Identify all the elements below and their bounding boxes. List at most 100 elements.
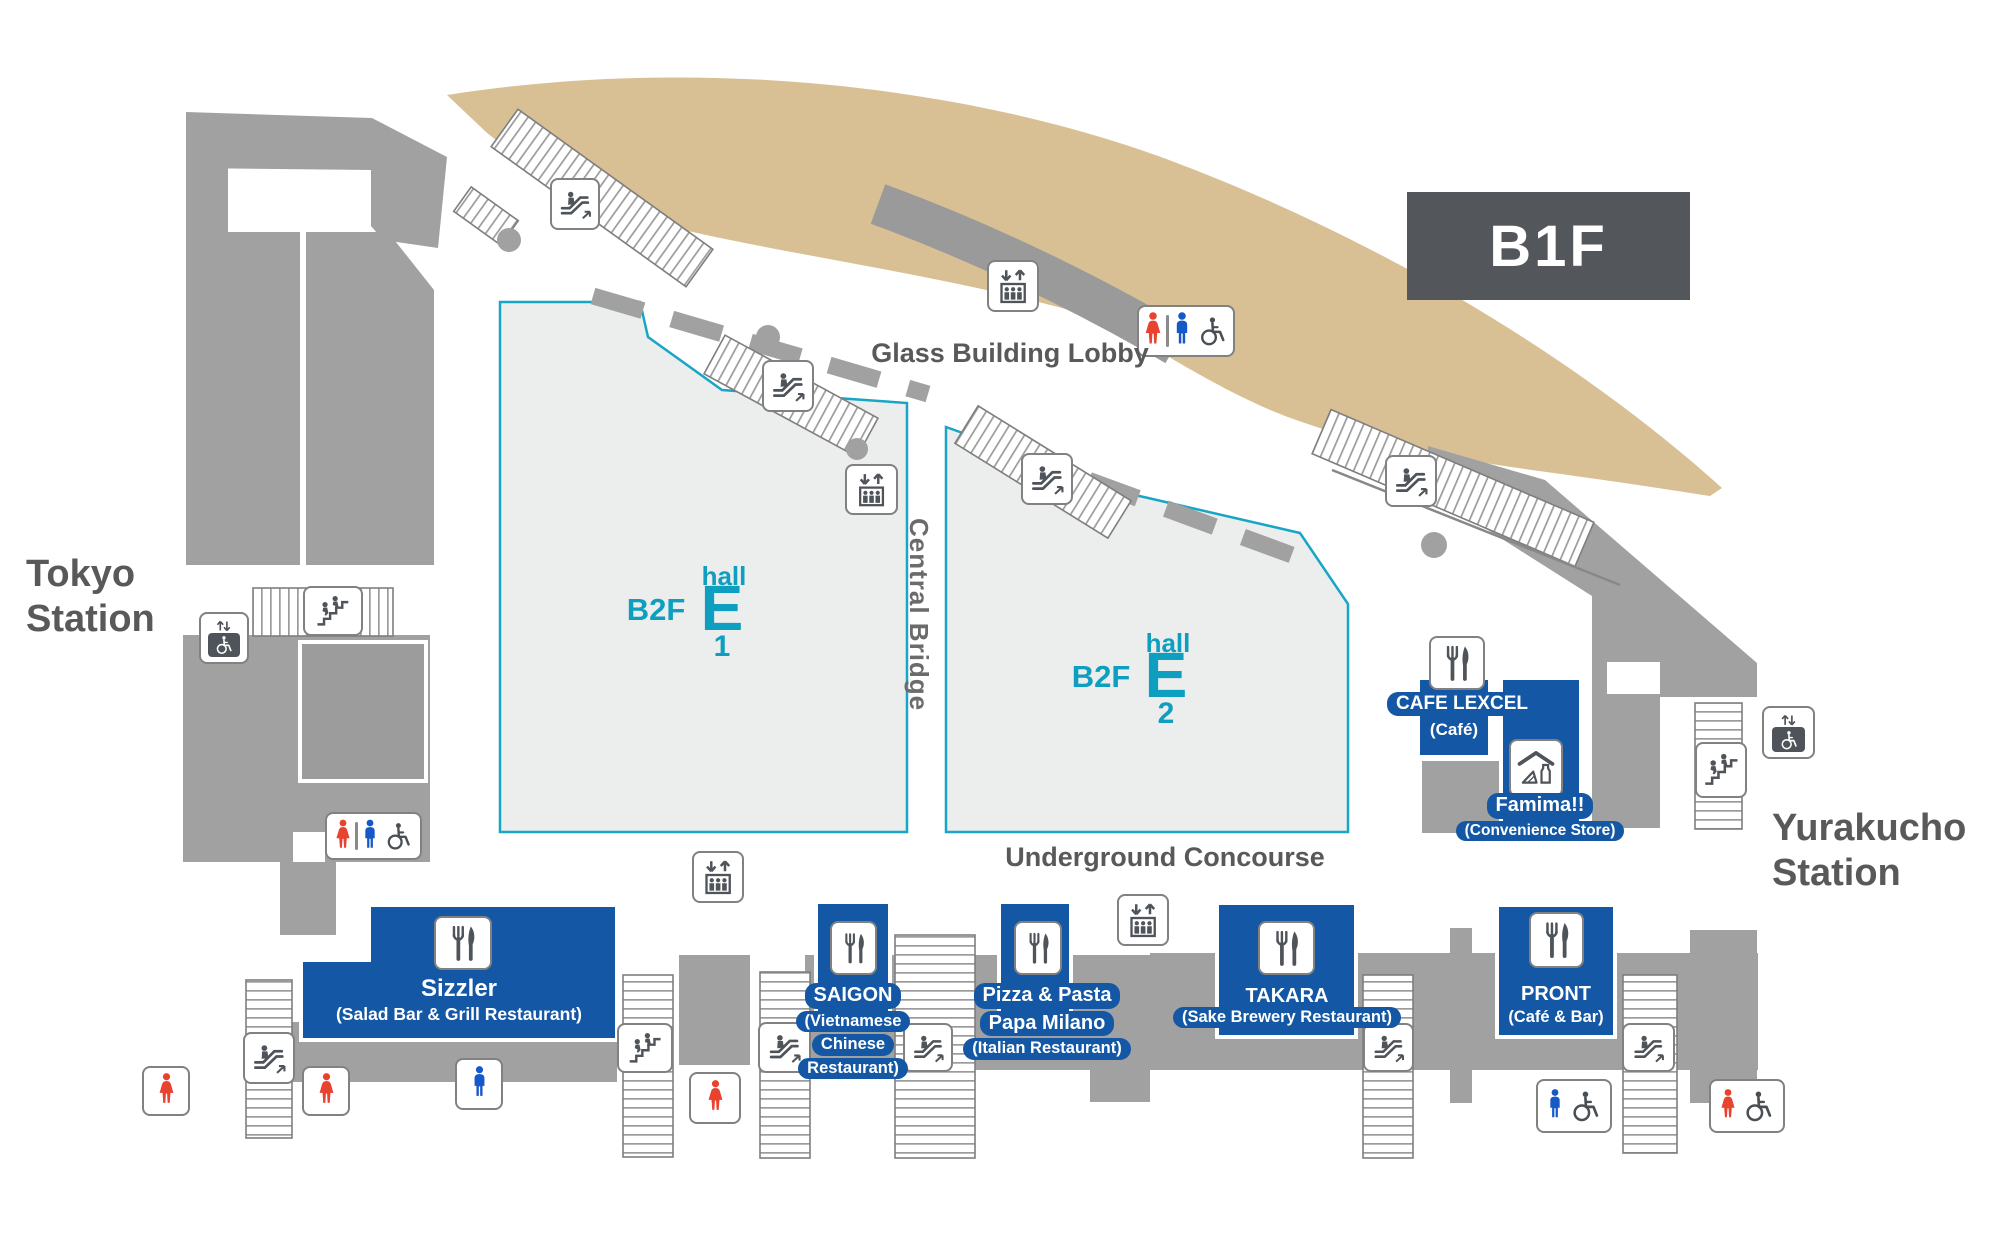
restroom-divider [1166,315,1169,347]
famima-label: Famima!! (Convenience Store) [1455,793,1625,841]
womens-restroom-icon [302,1066,350,1116]
sizzler-box [299,903,619,1042]
hall-e2-number: 2 [1157,697,1175,730]
cafe-lexcel-name: CAFE LEXCEL [1387,692,1537,717]
mens-accessible-restroom-icon [1536,1079,1612,1133]
hall-e1-letter: E [700,572,744,644]
hall-e1-prefix: hall [701,561,747,591]
elevator-icon [1117,894,1169,946]
takara-name: TAKARA [1245,985,1329,1007]
escalator-glyph [1368,1028,1409,1068]
hall-e2-floor: B2F [1071,659,1131,694]
famima-desc: (Convenience Store) [1455,820,1625,841]
central-bridge-label: Central Bridge [904,518,934,712]
column-dots [497,228,1447,558]
cafe-lexcel-name-wrap: CAFE LEXCEL [1382,692,1542,717]
restaurant-icon [1429,636,1485,690]
escalator-icon [762,360,814,412]
hall-e2-letter: E [1144,639,1188,711]
man-icon [470,1065,489,1103]
stairs-glyph [1700,747,1742,793]
up-down-arrows-icon [1775,713,1802,727]
saigon-label: SAIGON (Vietnamese Chinese Restaurant) [773,983,933,1079]
elevator-icon [692,851,744,903]
wheelchair-icon [210,634,237,656]
escalator-icon [243,1032,295,1084]
takara-desc-wrap: (Sake Brewery Restaurant) [1172,1007,1402,1029]
elevator-glyph [697,856,739,898]
papa-milano-name-1: Pizza & Pasta [973,983,1121,1009]
saigon-desc-2: Chinese [811,1034,895,1056]
sizzler-name: Sizzler [420,975,498,1002]
cafe-lexcel-box [1416,676,1492,759]
pront-name: PRONT [1521,983,1591,1005]
mens-restroom-icon [455,1058,503,1110]
floor-label: B1F [1489,213,1608,279]
tokyo-station-line2: Station [26,597,155,640]
yurakucho-station-label: Yurakucho Station [1772,806,1966,896]
hall-e1-floor: B2F [626,592,686,627]
famima-name: Famima!! [1486,793,1594,819]
hall-e2-prefix: hall [1145,628,1191,658]
tokyo-station-label: Tokyo Station [26,552,155,642]
tokyo-inner-block [298,640,428,783]
escalator-glyph [1390,460,1432,502]
stairs-icon [303,586,363,636]
glass-building-lobby-label: Glass Building Lobby [871,338,1149,368]
woman-icon [317,1072,336,1110]
fork-knife-glyph [439,921,487,965]
stairs-icon [1695,742,1747,798]
tokyo-wall-notch-2 [293,832,325,862]
elevator-glyph [1122,899,1164,941]
elevator-glyph [850,469,893,510]
yurakucho-wall-notch [1607,662,1660,694]
yurakucho-station-line1: Yurakucho [1772,807,1967,849]
woman-icon [157,1072,176,1110]
fork-knife-glyph [1263,926,1310,970]
womens-restroom-icon [689,1072,741,1124]
saigon-desc-3: Restaurant) [798,1057,908,1079]
yurakucho-station-line2: Station [1772,851,1901,894]
escalator-icon [1622,1023,1675,1072]
hall-e1-number: 1 [713,630,731,663]
wheelchair-icon [382,820,414,852]
papa-milano-desc: (Italian Restaurant) [963,1038,1131,1060]
stairs-icon [617,1023,673,1073]
womens-restroom-icon [142,1066,190,1116]
store-glyph [1514,744,1558,792]
man-icon [1546,1087,1564,1125]
elevator-icon [845,464,898,515]
woman-icon [706,1079,725,1117]
takara-desc: (Sake Brewery Restaurant) [1172,1007,1401,1029]
tokyo-wall-notch [231,172,371,230]
saigon-desc-1: (Vietnamese [795,1010,911,1033]
restaurant-icon [1014,921,1062,975]
womens-accessible-restroom-icon [1709,1079,1785,1133]
tokyo-station-line1: Tokyo [26,553,136,595]
wheelchair-icon [1740,1088,1776,1124]
escalator-glyph [1026,458,1068,500]
elevator-icon [987,260,1039,312]
restaurant-icon [1529,912,1584,968]
papa-milano-name-2: Papa Milano [979,1010,1115,1037]
woman-icon [1719,1087,1737,1125]
stairs-glyph [308,591,357,631]
escalator-railing-line [1331,468,1621,587]
elevator-glyph [992,265,1034,307]
papa-milano-label: Pizza & Pasta Papa Milano (Italian Resta… [952,983,1142,1060]
woman-icon [334,818,352,855]
accessible-elevator-icon [1762,706,1815,759]
sizzler-desc: (Salad Bar & Grill Restaurant) [335,1004,583,1024]
stairs-glyph [622,1028,668,1068]
escalator-glyph [248,1037,290,1079]
escalator-glyph [1627,1028,1670,1068]
wheelchair-darkbox [1771,727,1806,753]
accessible-elevator-icon [199,612,249,664]
restroom-divider [354,821,358,851]
underground-concourse-label: Underground Concourse [1005,842,1325,872]
man-icon [361,818,379,855]
restaurant-icon [1258,921,1315,975]
escalator-icon [1363,1023,1414,1072]
restroom-icon [1137,305,1235,357]
